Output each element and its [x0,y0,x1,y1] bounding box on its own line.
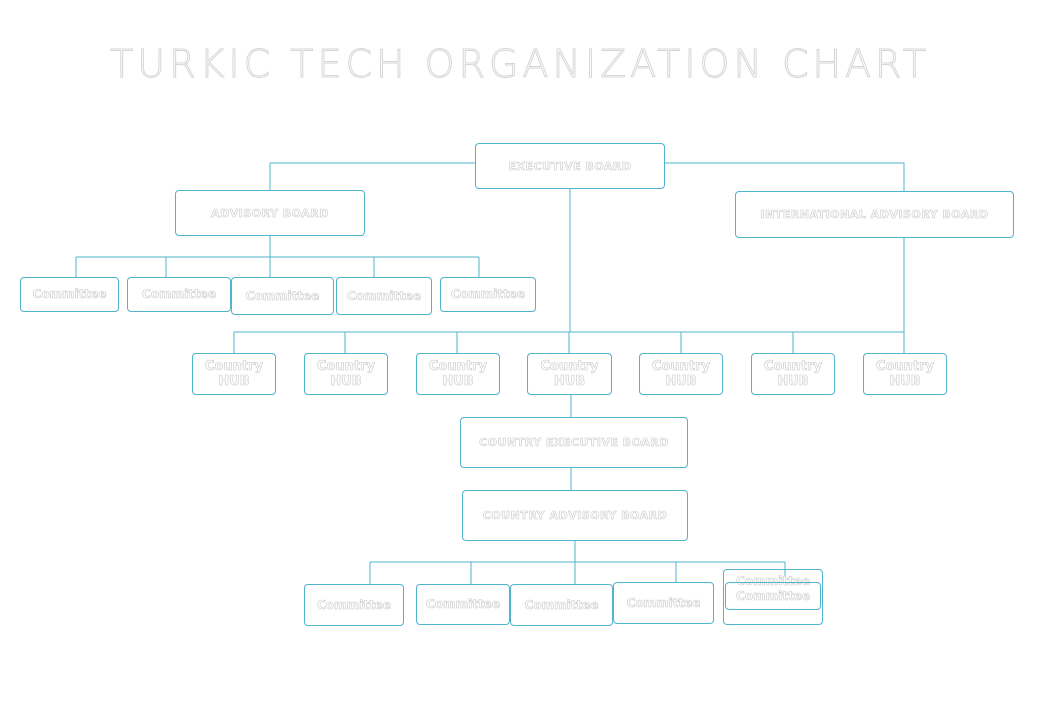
country-hub-label: Country [875,359,935,375]
advisory-committee-node: Committee [20,277,119,312]
advisory-committee-node: Committee [440,277,536,312]
country-hub-sublabel: HUB [553,374,586,390]
country-committee-node: Committee [304,584,404,626]
country-hub-label: Country [763,359,823,375]
country-hub-sublabel: HUB [665,374,697,390]
country-hub-sublabel: HUB [777,374,809,390]
connector-exec-advisory [269,162,475,190]
country-hub-sublabel: HUB [442,374,474,390]
country-hub-sublabel: HUB [889,374,921,390]
country-hub-node: Country HUB [304,353,388,395]
connector-exec-international [665,162,905,191]
country-hub-node: Country HUB [751,353,835,395]
advisory-committee-node: Committee [127,277,231,312]
advisory-committee-node: Committee [336,277,432,315]
chart-title: TURKIC TECH ORGANIZATION CHART [110,42,930,87]
country-hub-label: Country [204,359,264,375]
advisory-committee-node: Committee [231,277,334,315]
stacked-committee-node: Committee [725,582,821,610]
stacked-committee-node: Committee [736,573,811,588]
country-hub-node: Country HUB [527,353,612,395]
executive-board-node: EXECUTIVE BOARD [475,143,665,189]
country-hub-label: Country [540,359,599,375]
country-hub-node: Country HUB [863,353,947,395]
country-hub-sublabel: HUB [218,374,250,390]
connector-advisory-committees [75,236,480,277]
country-hub-node: Country HUB [639,353,723,395]
country-executive-board-node: COUNTRY EXECUTIVE BOARD [460,417,688,468]
connector-country-advisory-committees [369,541,786,584]
international-advisory-board-node: INTERNATIONAL ADVISORY BOARD [735,191,1014,238]
country-hub-node: Country HUB [192,353,276,395]
country-advisory-board-node: COUNTRY ADVISORY BOARD [462,490,688,541]
country-hub-sublabel: HUB [330,374,362,390]
advisory-board-node: ADVISORY BOARD [175,190,365,236]
country-committee-node: Committee [613,582,714,624]
connector-hub-bus [233,331,905,353]
stacked-committee-frame [723,569,823,625]
country-hub-label: Country [651,359,711,375]
country-hub-node: Country HUB [416,353,500,395]
country-committee-node: Committee [510,584,613,626]
country-hub-label: Country [316,359,376,375]
country-committee-node: Committee [416,584,510,625]
country-hub-label: Country [428,359,488,375]
